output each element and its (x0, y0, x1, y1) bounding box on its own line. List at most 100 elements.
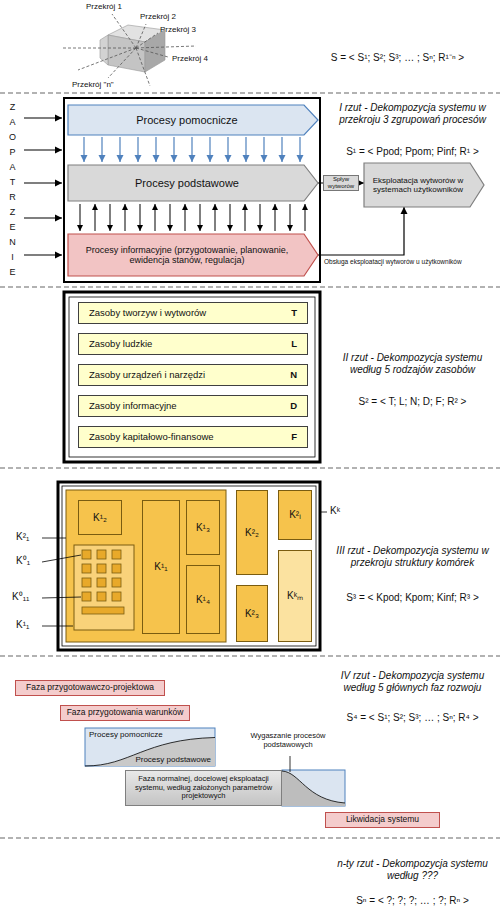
label: K⁰₁ (16, 555, 40, 567)
supply-arrow (24, 182, 62, 183)
cell-frame (66, 490, 226, 642)
section-illustration (136, 46, 196, 48)
node-text: Faza przygotowania warunków (67, 708, 184, 718)
section-illustration (136, 33, 158, 48)
node-text: Zasoby tworzyw i wytworów (89, 308, 206, 319)
section-illustration (108, 48, 136, 78)
flow-arrow (209, 137, 210, 162)
label: Przekrój 3 (160, 25, 210, 35)
cell-frame (58, 482, 320, 650)
cell-frame (58, 482, 320, 650)
flow-arrow (119, 137, 120, 162)
flow-arrow (137, 137, 138, 162)
label: Kᵏ (330, 505, 352, 517)
section-divider (0, 837, 500, 838)
section-illustration (136, 48, 150, 86)
cell-frame (62, 486, 316, 646)
supply-arrow (24, 117, 62, 118)
flow-arrow (230, 204, 231, 231)
cell-box: K²₂ (236, 490, 268, 575)
node-text: Procesy podstawowe (135, 177, 239, 190)
flow-arrow (125, 204, 126, 231)
flow-arrow (155, 137, 156, 162)
flow-arrow (170, 204, 171, 231)
node-text: Procesy informacyjne (przygotowanie, pla… (72, 245, 302, 266)
section-divider (0, 467, 500, 468)
phase-bar: Likwidacja systemu (325, 812, 440, 828)
flow-arrow (290, 204, 291, 231)
cell-box: K¹₂ (78, 500, 122, 535)
flow-arrow (215, 204, 216, 231)
node-text: Kᵏₘ (287, 590, 303, 602)
section-illustration (108, 35, 145, 72)
flow-arrow (299, 137, 300, 162)
resource-row: Zasoby tworzyw i wytworów T (78, 302, 308, 324)
node-text: F (291, 432, 297, 443)
flow-arrow (80, 204, 81, 231)
elementary-cell (82, 578, 91, 587)
section-illustration (112, 14, 136, 48)
flow-arrow (173, 137, 174, 162)
elementary-cell (97, 550, 106, 559)
process-band: Procesy podstawowe (68, 165, 318, 201)
elementary-cell (82, 550, 91, 559)
band-outline (68, 234, 318, 276)
decay-region (290, 756, 291, 772)
node-text: Zasoby informacyjne (89, 401, 177, 412)
cell-box: K¹₁ (142, 500, 180, 634)
cell-box: K¹₄ (186, 565, 220, 634)
label: K²₁ (16, 531, 40, 543)
label: Przekrój 2 (140, 12, 190, 22)
section-illustration (78, 48, 136, 70)
cell-box: K¹₃ (186, 500, 220, 555)
label: Wygaszanie procesów podstawowych (248, 731, 328, 749)
phase-curve-box: Procesy pomocniczeProcesy podstawowe (85, 728, 215, 766)
flow-arrow (140, 204, 141, 231)
flow-arrow (155, 204, 156, 231)
node-text: K¹₂ (93, 512, 107, 524)
elementary-cell (112, 564, 121, 573)
process-frame (64, 98, 320, 282)
flow-arrow (95, 204, 96, 231)
node-text: Eksploatacja wytworów w systemach użytko… (368, 176, 468, 194)
node-text: T (291, 308, 297, 319)
flow-arrow (110, 204, 111, 231)
node-text: Likwidacja systemu (346, 815, 419, 825)
flow-arrow (83, 137, 84, 162)
node-text: Zasoby urządzeń i narzędzi (89, 370, 205, 381)
product-arrow-box: Eksploatacja wytworów w systemach użytko… (364, 163, 484, 207)
band-outline (68, 105, 318, 135)
connector-label: Spływ wytworów (323, 175, 359, 191)
elementary-cell (97, 578, 106, 587)
cell-box: K²₃ (236, 585, 268, 642)
phase-box: Faza normalnej, docelowej eksploatacji s… (125, 770, 282, 806)
leader-line (321, 512, 327, 513)
flow-arrow (191, 137, 192, 162)
leader-line (42, 555, 81, 562)
node-text: Procesy pomocnicze (89, 730, 163, 739)
flow-arrow (101, 137, 102, 162)
section-illustration (62, 48, 136, 49)
formula: S³ = < Kpod; Kpom; Kinf; R³ > (330, 592, 495, 604)
node-text: K¹₄ (196, 594, 210, 606)
section-illustration (62, 14, 196, 86)
curve-line (85, 738, 215, 767)
leader-line (42, 597, 81, 598)
band-outline (68, 165, 318, 201)
node-text: Procesy podstawowe (135, 755, 211, 764)
cell-box: Kᵏₘ (278, 550, 312, 642)
resource-row: Zasoby kapitałowo-finansoweF (78, 426, 308, 448)
node-text: K²ᵢ (289, 509, 301, 521)
flow-arrow (305, 204, 306, 231)
curve-area (85, 738, 215, 767)
node-text: N (290, 370, 297, 381)
decay-region (282, 771, 345, 806)
resource-row: Zasoby ludzkieL (78, 333, 308, 355)
node-text: Zasoby ludzkie (89, 339, 152, 350)
formula: S² = < T; L; N; D; F; R² > (330, 396, 495, 408)
band-outline (364, 163, 484, 207)
node-text: Faza normalnej, docelowej eksploatacji s… (130, 775, 277, 801)
elementary-cell (97, 592, 106, 601)
decay-region (282, 756, 345, 806)
resource-row: Zasoby informacyjneD (78, 395, 308, 417)
